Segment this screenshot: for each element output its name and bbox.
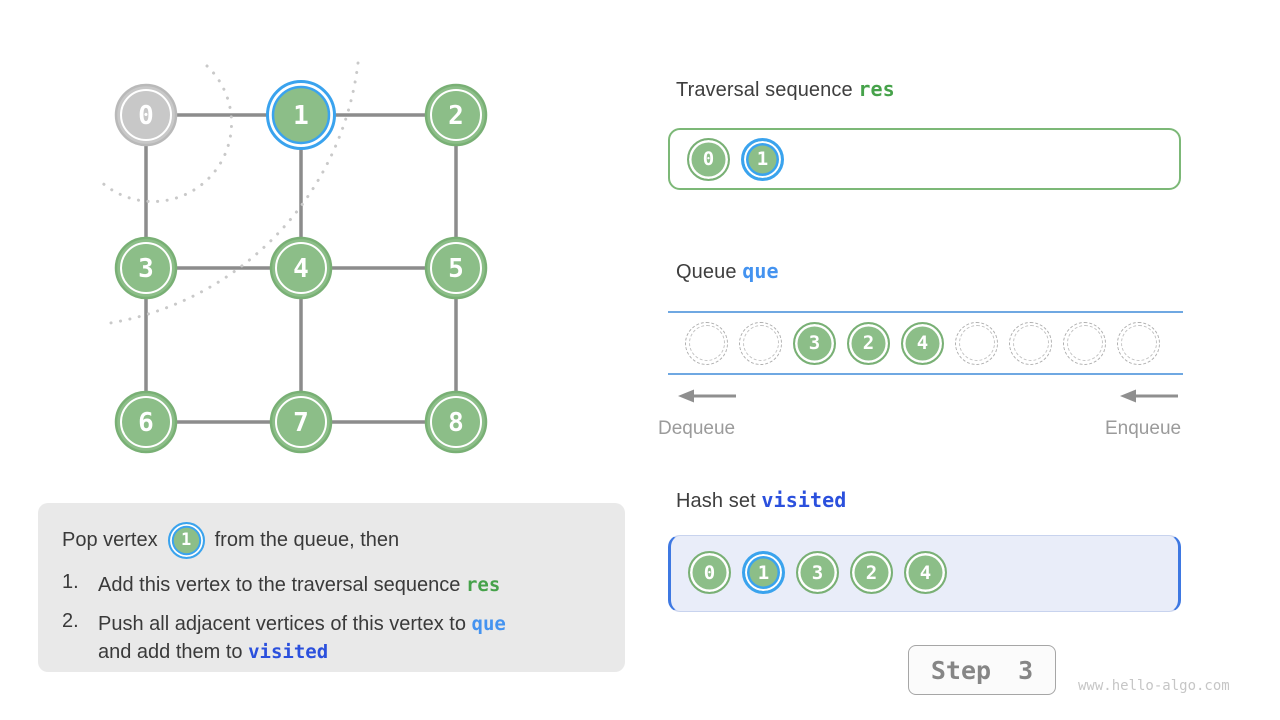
graph-vertex-8: 8 [424,390,488,454]
current-vertex-badge: 1 [167,521,205,559]
explanation-item-2: 2. Push all adjacent vertices of this ve… [62,610,601,666]
item-2-number: 2. [62,610,79,632]
intro-text-after: from the queue, then [214,528,400,551]
queue-slot-empty [1063,321,1106,365]
queue-slot-empty [685,321,728,365]
dequeue-label: Dequeue [658,418,736,439]
graph-vertex-1: 1 [266,80,336,150]
queue-slot-value: 2 [847,321,890,365]
hashset-title-text: Hash set [676,490,756,512]
svg-text:4: 4 [293,254,309,284]
que-code-token: que [742,259,779,283]
item-2-visited-token: visited [248,641,329,663]
explanation-box: Pop vertex 1 from the queue, then 1. Add… [38,503,625,672]
graph-vertex-2: 2 [424,83,488,147]
queue-slot-empty [739,321,782,365]
hashset-chip-1-current: 1 [742,551,785,594]
bfs-wavefront-arc-inner [97,64,234,204]
res-code-token: res [858,77,895,101]
hashset-chip-2: 2 [850,551,893,594]
svg-text:3: 3 [138,254,154,284]
queue-chip-row: 3 2 4 [685,313,1160,373]
explanation-intro: Pop vertex 1 from the queue, then [62,520,601,560]
item-2-line2: and add them to [98,641,249,663]
svg-text:6: 6 [138,408,154,438]
traversal-title: Traversal sequence res [676,77,895,102]
traversal-sequence-box: 0 1 [668,128,1181,190]
traversal-chip-1-current: 1 [741,137,784,181]
item-2-line1: Push all adjacent vertices of this verte… [98,613,472,635]
hashset-box: 0 1 3 2 4 [668,535,1181,612]
step-button[interactable]: Step 3 [908,645,1056,695]
item-1-text: Add this vertex to the traversal sequenc… [98,574,466,596]
visited-code-token: visited [761,488,847,512]
item-1-number: 1. [62,571,79,593]
svg-text:2: 2 [448,101,464,131]
graph-vertex-4: 4 [269,236,333,300]
svg-text:5: 5 [448,254,464,284]
svg-text:7: 7 [293,408,309,438]
queue-slot-value: 4 [901,321,944,365]
explanation-item-1: 1. Add this vertex to the traversal sequ… [62,571,601,599]
graph-canvas: 0 1 2 3 4 5 [97,61,488,454]
bfs-wavefront-arc-outer [102,61,360,326]
graph-vertex-5: 5 [424,236,488,300]
graph-vertex-7: 7 [269,390,333,454]
svg-text:1: 1 [293,101,309,131]
graph-vertex-0: 0 [114,83,178,147]
traversal-chip-0: 0 [687,137,730,181]
hashset-chip-row: 0 1 3 2 4 [688,536,947,609]
hashset-chip-4: 4 [904,551,947,594]
traversal-chip-row: 0 1 [687,130,784,188]
queue-slot-empty [955,321,998,365]
enqueue-arrow-icon [1120,389,1178,403]
hashset-chip-0: 0 [688,551,731,594]
queue-title-text: Queue [676,261,737,283]
queue-slot-empty [1117,321,1160,365]
dequeue-arrow-icon [678,389,736,403]
graph-vertex-6: 6 [114,390,178,454]
item-2-que-token: que [471,613,506,635]
svg-text:0: 0 [138,101,154,131]
hashset-title: Hash set visited [676,488,846,513]
enqueue-label: Enqueue [1105,418,1182,439]
intro-text-before: Pop vertex [62,528,158,551]
queue-slot-empty [1009,321,1052,365]
watermark: www.hello-algo.com [1078,678,1230,694]
traversal-title-text: Traversal sequence [676,79,853,101]
hashset-chip-3: 3 [796,551,839,594]
queue-lane: 3 2 4 [668,311,1183,375]
item-1-res-token: res [465,574,501,596]
queue-title: Queue que [676,259,779,284]
svg-text:8: 8 [448,408,464,438]
queue-slot-value: 3 [793,321,836,365]
graph-vertex-3: 3 [114,236,178,300]
